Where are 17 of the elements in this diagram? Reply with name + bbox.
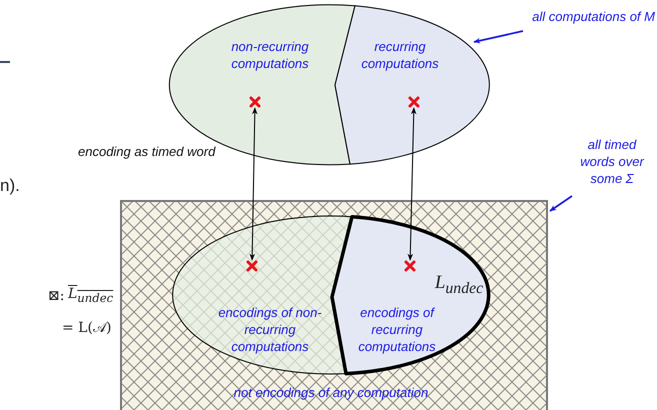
region-label: encodings of recurring computations [357, 304, 437, 355]
arrow [473, 30, 524, 44]
arrow [549, 195, 572, 212]
region-label: non-recurring computations [230, 38, 310, 72]
region-label: recurring computations [360, 38, 440, 72]
formula-label: = L(𝒜) [62, 320, 112, 336]
arrow [249, 107, 258, 261]
region-label: all computations of M [531, 8, 655, 25]
region-label: not encodings of any computation [232, 384, 430, 401]
formula-label: ⊠: [48, 288, 64, 304]
formula-label: n). [0, 176, 20, 196]
edge-label: encoding as timed word [78, 144, 216, 159]
region-label: encodings of non-recurring computations [217, 304, 323, 355]
set-label: L$_{undec}$ [434, 272, 484, 299]
region-label: all timed words over some Σ [579, 136, 646, 187]
formula-label: L$_{undec}$ [68, 286, 114, 305]
arrow [408, 107, 416, 261]
